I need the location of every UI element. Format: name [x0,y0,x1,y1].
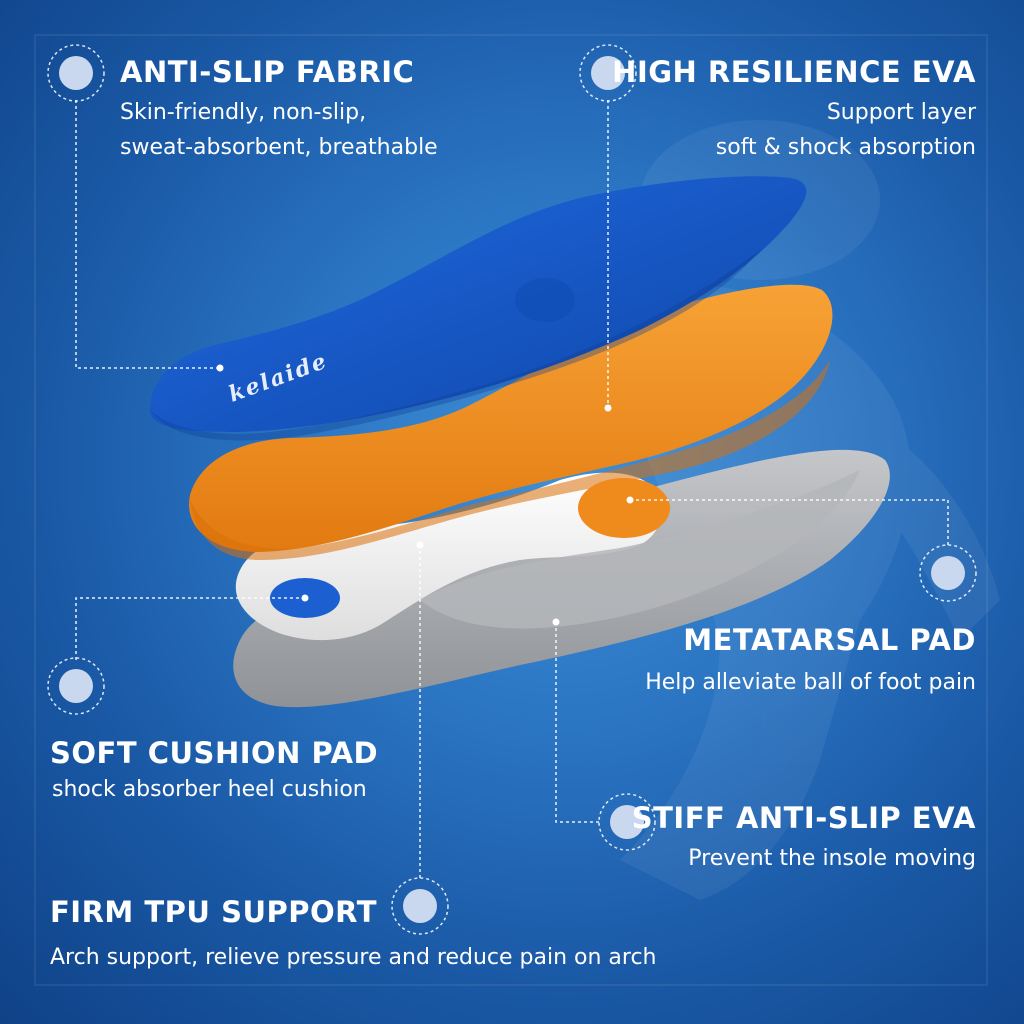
anti-slip-fabric-desc-line-1: Skin-friendly, non-slip, [120,100,367,125]
marker-metatarsal-pad [919,544,977,602]
connector-soft-cushion-pad [75,597,305,660]
anti-slip-fabric-layer [150,176,807,432]
high-resilience-eva-layer [189,284,833,552]
firm-tpu-support-title: FIRM TPU SUPPORT [50,895,377,929]
content-frame [34,34,988,986]
firm-tpu-support-layer [235,472,662,641]
firm-tpu-support-desc: Arch support, relieve pressure and reduc… [50,945,657,970]
soft-cushion-pad-desc: shock absorber heel cushion [52,777,367,802]
connector-metatarsal-pad [630,499,949,545]
marker-high-resilience-eva [579,44,637,102]
marker-stiff-anti-slip-eva [598,793,656,851]
connector-stiff-anti-slip-eva [555,622,600,823]
stiff-anti-slip-eva-title: STIFF ANTI-SLIP EVA [631,801,976,835]
marker-firm-tpu-support [391,877,449,935]
anti-slip-fabric-desc-line-2: sweat-absorbent, breathable [120,135,438,160]
stiff-anti-slip-eva-desc: Prevent the insole moving [688,846,976,871]
metatarsal-pad-title: METATARSAL PAD [683,623,976,657]
metatarsal-pad-desc: Help alleviate ball of foot pain [645,670,976,695]
high-resilience-eva-desc-line-2: soft & shock absorption [715,135,976,160]
high-resilience-eva-title: HIGH RESILIENCE EVA [612,55,976,89]
metatarsal-pad [578,478,670,538]
marker-soft-cushion-pad [47,657,105,715]
high-resilience-eva-desc-line-1: Support layer [826,100,976,125]
marker-anti-slip-fabric [47,44,105,102]
soft-cushion-pad-title: SOFT CUSHION PAD [50,736,379,770]
anti-slip-fabric-title: ANTI-SLIP FABRIC [120,55,415,89]
